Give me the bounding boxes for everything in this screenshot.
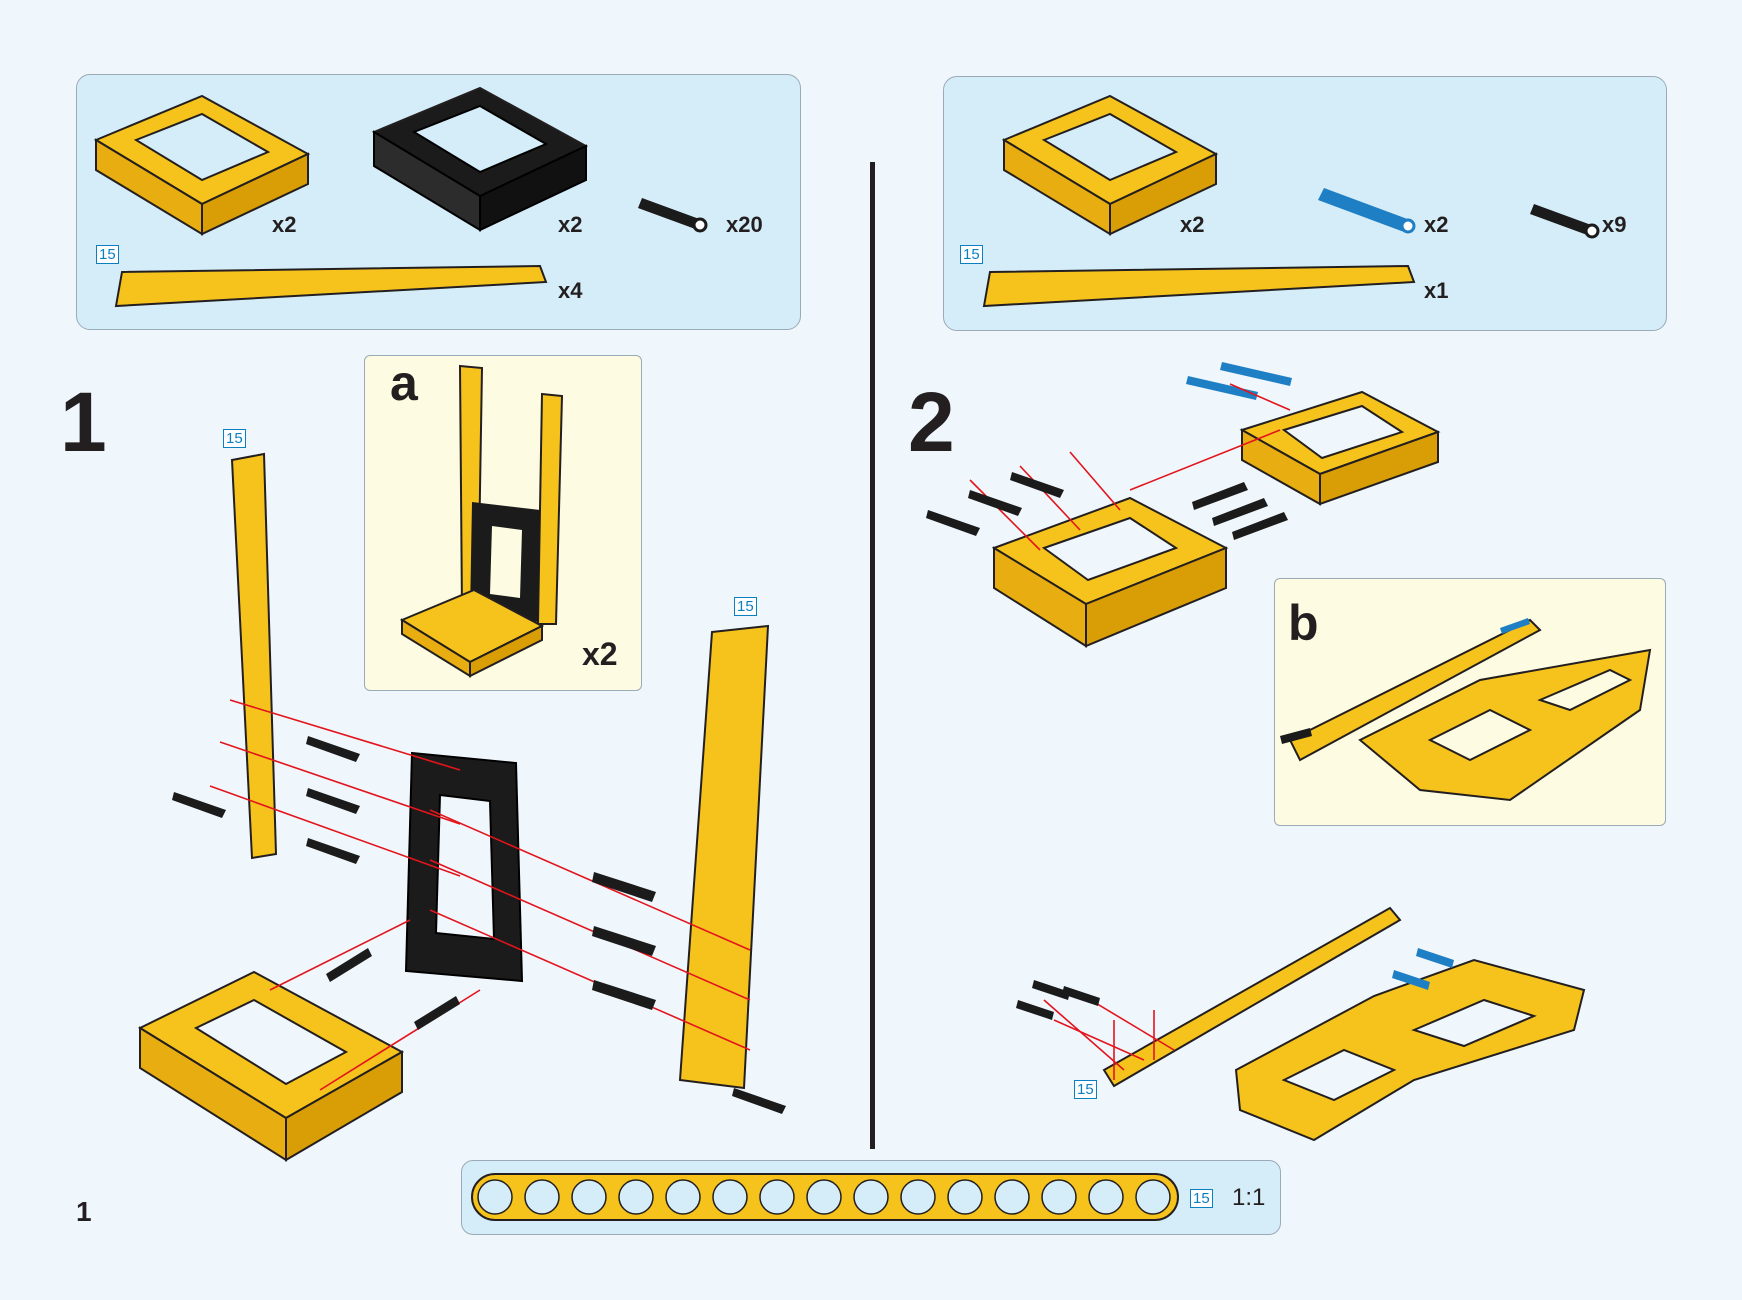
black-pin [968,490,1022,516]
qty-yellow-frame-left: x2 [272,212,297,237]
blue-pin [1186,376,1258,400]
callout-b-assembly [1280,618,1652,802]
black-pin [1192,482,1248,510]
black-pin [1232,512,1288,540]
black-pin [306,788,360,814]
qty-blue-pin-right: x2 [1424,212,1449,237]
black-pin [306,736,360,762]
beam-length-badge: 15 [960,245,983,264]
blue-pin-part-icon [1318,188,1416,234]
yellow-frame-upper [1239,390,1441,506]
callout-a-assembly [399,364,564,678]
black-pin [926,510,980,536]
step2-arrows [969,383,1291,551]
yellow-frame-part-icon [1001,94,1219,236]
assembly-arrows [209,699,751,1091]
qty-yellow-beam-left: x4 [558,278,583,303]
black-pin [1010,472,1064,498]
callout-a-qty: x2 [582,636,618,672]
qty-yellow-beam-right: x1 [1424,278,1449,303]
ruler-scale: 1:1 [1232,1184,1266,1211]
ruler-length-badge: 15 [1190,1189,1213,1208]
black-pin [592,980,656,1010]
yellow-frame-bottom [137,970,405,1162]
black-pin [592,926,656,956]
callout-b-label: b [1288,595,1319,651]
qty-black-frame-left: x2 [558,212,583,237]
yellow-beam-part-icon [982,264,1416,308]
qty-yellow-frame-right: x2 [1180,212,1205,237]
blue-pin [1220,362,1292,386]
step-1-number: 1 [60,375,107,469]
page-number: 1 [76,1196,92,1227]
vertical-beam-right [678,624,770,1090]
step-divider [870,162,875,1149]
callout-a-label: a [390,355,418,411]
qty-black-pin-right: x9 [1602,212,1627,237]
black-frame-part-icon [371,86,589,232]
black-pin [172,792,226,818]
ruler-beam [471,1173,1179,1221]
black-pin [326,948,372,982]
step2-lower-assembly [1016,906,1586,1142]
beam-length-badge: 15 [96,245,119,264]
black-pin-part-icon [638,198,708,233]
qty-black-pin-left: x20 [726,212,763,237]
black-pin [592,872,656,902]
yellow-frame-part-icon [93,94,311,236]
black-pin-part-icon [1530,204,1600,239]
beam-length-badge: 15 [223,429,246,448]
step-2-number: 2 [908,375,955,469]
beam-length-badge: 15 [1074,1080,1097,1099]
yellow-beam-part-icon [114,264,548,308]
beam-length-badge: 15 [734,597,757,616]
black-pin [1212,498,1268,526]
black-pin [732,1088,786,1114]
black-pin [414,996,460,1030]
yellow-frame-lower [991,496,1229,648]
black-pin [306,838,360,864]
